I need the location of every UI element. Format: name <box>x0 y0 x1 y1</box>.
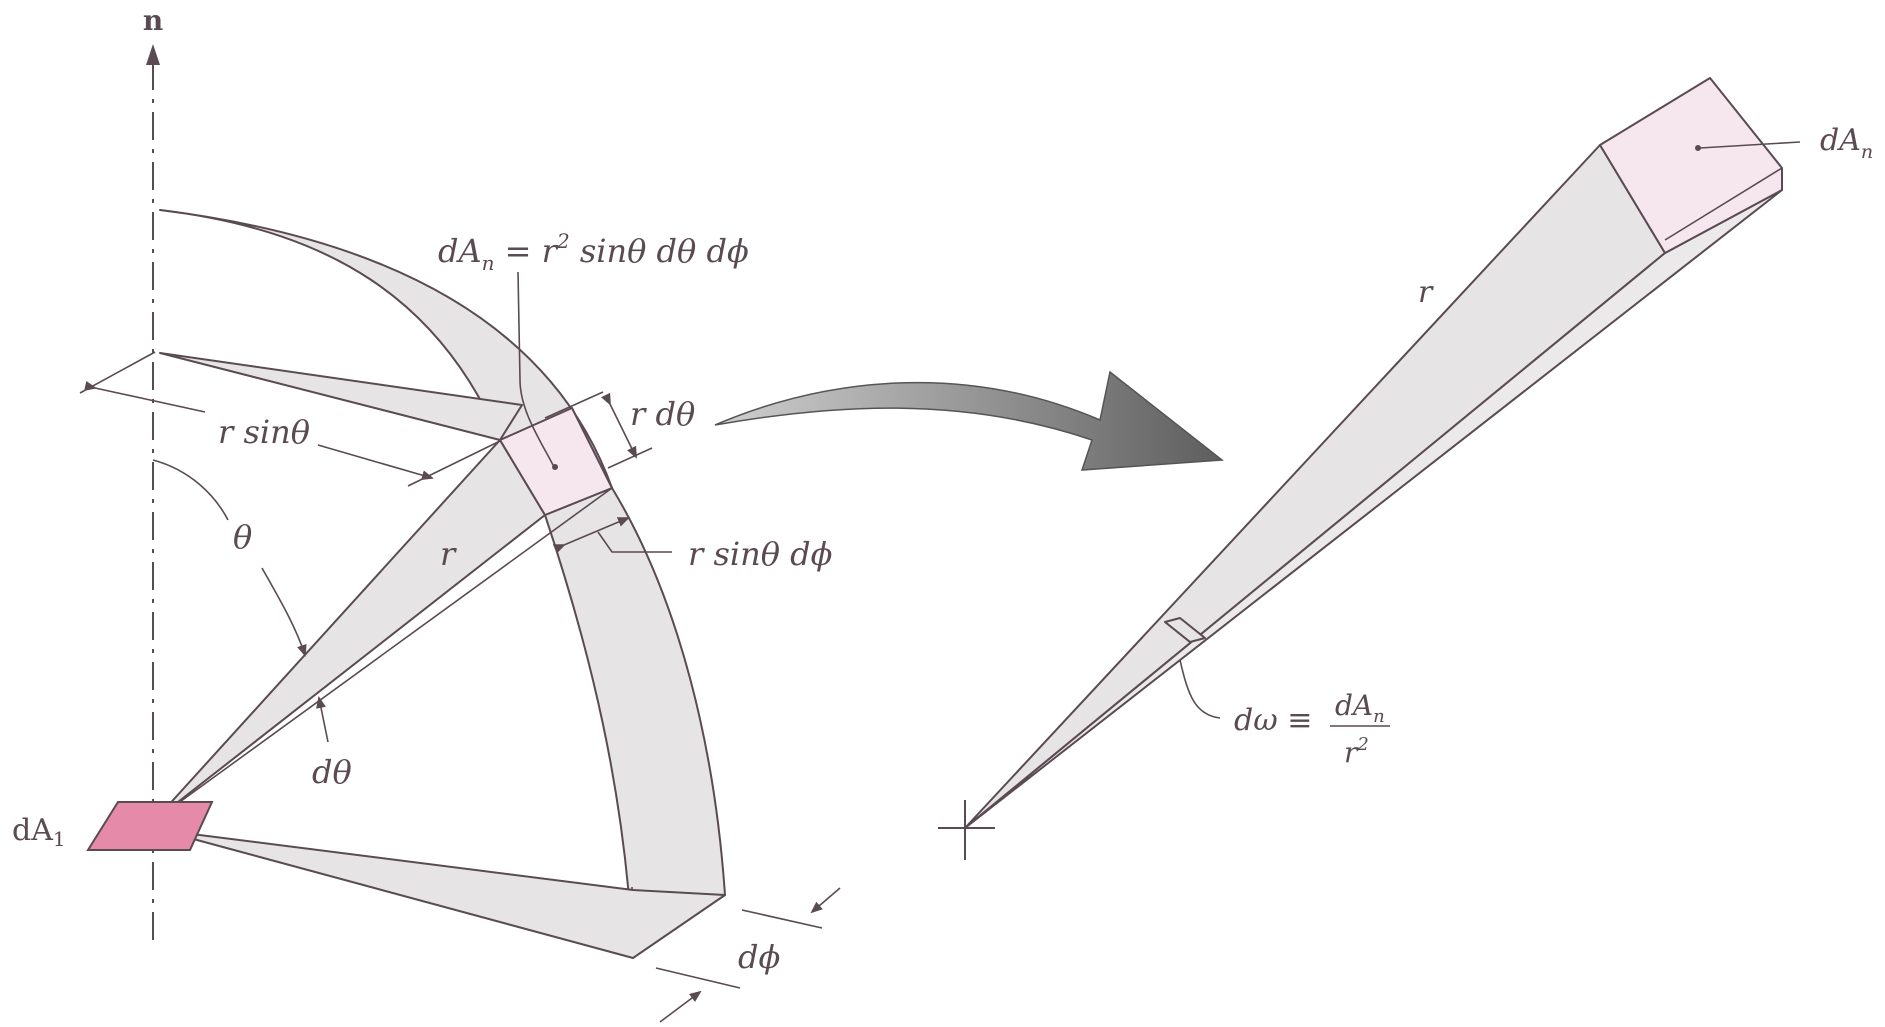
r-left-label: r <box>440 535 457 573</box>
theta-label: θ <box>233 518 252 556</box>
r-right-label: r <box>1418 275 1434 310</box>
d-phi-arrow-a <box>810 887 841 914</box>
d-phi-label: dϕ <box>738 938 780 976</box>
dA-n-right-label: dAn <box>1820 123 1873 163</box>
r-d-theta-ext-bot <box>607 447 653 469</box>
dA-n-element-left <box>499 407 613 516</box>
dA-n-right-dot <box>1695 145 1701 151</box>
r-d-theta-dim <box>601 392 637 459</box>
ray-cone-edge <box>154 487 613 821</box>
d-omega-numerator: dAn <box>1335 689 1385 727</box>
d-omega-leader <box>1179 659 1221 719</box>
r-sin-theta-dim <box>84 380 206 413</box>
dA-n-right-inner-edge <box>1664 167 1783 241</box>
dA-n-center-dot <box>552 464 558 470</box>
r-sin-theta-ext-left <box>79 351 156 394</box>
d-omega-lhs: dω ≡ <box>1234 703 1312 738</box>
d-phi-ext-b <box>655 967 741 989</box>
d-phi-arrow-b <box>659 990 702 1023</box>
normal-axis-arrowhead <box>146 44 160 65</box>
d-phi-ext-a <box>741 909 823 929</box>
dA-n-right-leader <box>1699 141 1801 149</box>
bottom-wedge <box>159 829 726 959</box>
dA1-element <box>86 801 214 851</box>
dA-n-element-right <box>1599 77 1783 254</box>
r-sin-theta-dim-b <box>317 444 434 481</box>
cone-face-upper <box>964 144 1666 829</box>
near-section-edge <box>1164 621 1191 643</box>
r-sin-theta-d-phi-leader <box>597 531 672 553</box>
r-sin-theta-label: r sinθ <box>218 413 310 451</box>
d-theta-label: dθ <box>312 753 352 791</box>
horizontal-wedge <box>159 352 523 441</box>
r-d-theta-label: r dθ <box>630 395 695 433</box>
r-sin-theta-d-phi-label: r sinθ dϕ <box>688 535 833 573</box>
r-sin-theta-d-phi-dim <box>552 517 630 554</box>
r-sin-theta-ext-right <box>407 440 501 487</box>
dA-n-formula-leader <box>517 271 554 466</box>
r-d-theta-ext-top <box>544 391 604 419</box>
theta-arc-a <box>152 459 229 521</box>
dA1-label: dA1 <box>12 813 66 851</box>
normal-axis-label: n <box>143 4 163 37</box>
left-hemisphere-figure: n dA1 dAn = r2 sinθ dθ dϕ r <box>12 4 841 1023</box>
dA-n-formula: dAn = r2 sinθ dθ dϕ <box>438 229 749 275</box>
transition-arrow <box>714 370 1224 471</box>
cone-face-lower <box>964 189 1783 829</box>
right-solid-angle-figure: dAn r dω ≡ dAn r2 <box>938 77 1873 860</box>
theta-arc-b <box>261 567 307 657</box>
d-theta-pointer <box>316 696 329 743</box>
d-omega-denominator: r2 <box>1344 734 1369 769</box>
